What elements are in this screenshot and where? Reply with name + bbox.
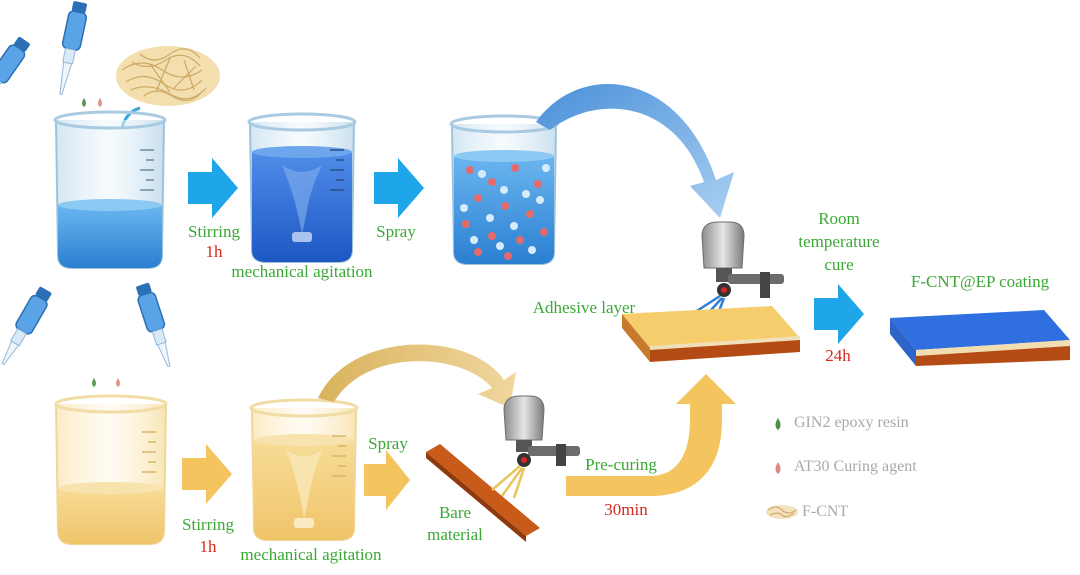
arrow-right-icon <box>814 284 864 344</box>
pink-drop-icon <box>98 98 102 107</box>
legend-cnt-icon <box>766 505 798 519</box>
cure-label: cure <box>824 255 853 275</box>
beaker-1-icon <box>55 112 165 268</box>
legend-pink-drop-icon <box>776 462 781 474</box>
time-label-bottom: 1h <box>200 537 217 557</box>
arrow-right-icon <box>364 450 410 510</box>
cure-time-label: 24h <box>825 346 851 366</box>
adhesive-plate-icon <box>622 306 800 362</box>
curved-arrow-icon <box>318 344 516 408</box>
arrow-right-icon <box>188 158 238 218</box>
temperature-label: temperature <box>798 232 879 252</box>
legend-epoxy-label: GIN2 epoxy resin <box>794 414 909 432</box>
legend-cnt-label: F-CNT <box>802 503 848 521</box>
arrow-right-icon <box>374 158 424 218</box>
precure-time-label: 30min <box>604 500 647 520</box>
pipette-icon <box>0 285 54 368</box>
agitation-label-bottom: mechanical agitation <box>240 545 381 565</box>
coating-label: F-CNT@EP coating <box>911 272 1049 292</box>
precuring-label: Pre-curing <box>585 455 657 475</box>
legend-green-drop-icon <box>776 418 781 430</box>
spray-label-bottom: Spray <box>368 434 408 454</box>
room-label: Room <box>818 209 860 229</box>
pipette-icon <box>0 35 32 121</box>
adhesive-label: Adhesive layer <box>533 298 635 318</box>
coating-plate-icon <box>890 310 1070 366</box>
beaker-4-icon <box>56 396 166 544</box>
spray-label-top: Spray <box>376 222 416 242</box>
beaker-5-icon <box>251 400 357 540</box>
pink-drop-icon <box>116 378 120 387</box>
beaker-2-icon <box>249 114 355 262</box>
green-drop-icon <box>82 98 86 107</box>
stirring-label-top: Stirring <box>188 222 240 242</box>
legend-curing-label: AT30 Curing agent <box>794 458 917 476</box>
curved-arrow-icon <box>536 84 734 218</box>
time-label-top: 1h <box>206 242 223 262</box>
cnt-bundle-icon <box>116 46 220 106</box>
stirring-label-bottom: Stirring <box>182 515 234 535</box>
arrow-right-icon <box>182 444 232 504</box>
bare-label: Bare <box>439 503 471 523</box>
green-drop-icon <box>92 378 96 387</box>
pipette-icon <box>52 0 89 96</box>
precuring-arrow-icon <box>566 374 736 496</box>
agitation-label-top: mechanical agitation <box>231 262 372 282</box>
material-label: material <box>427 525 483 545</box>
beaker-3-icon <box>451 116 557 264</box>
pipette-icon <box>134 282 178 369</box>
